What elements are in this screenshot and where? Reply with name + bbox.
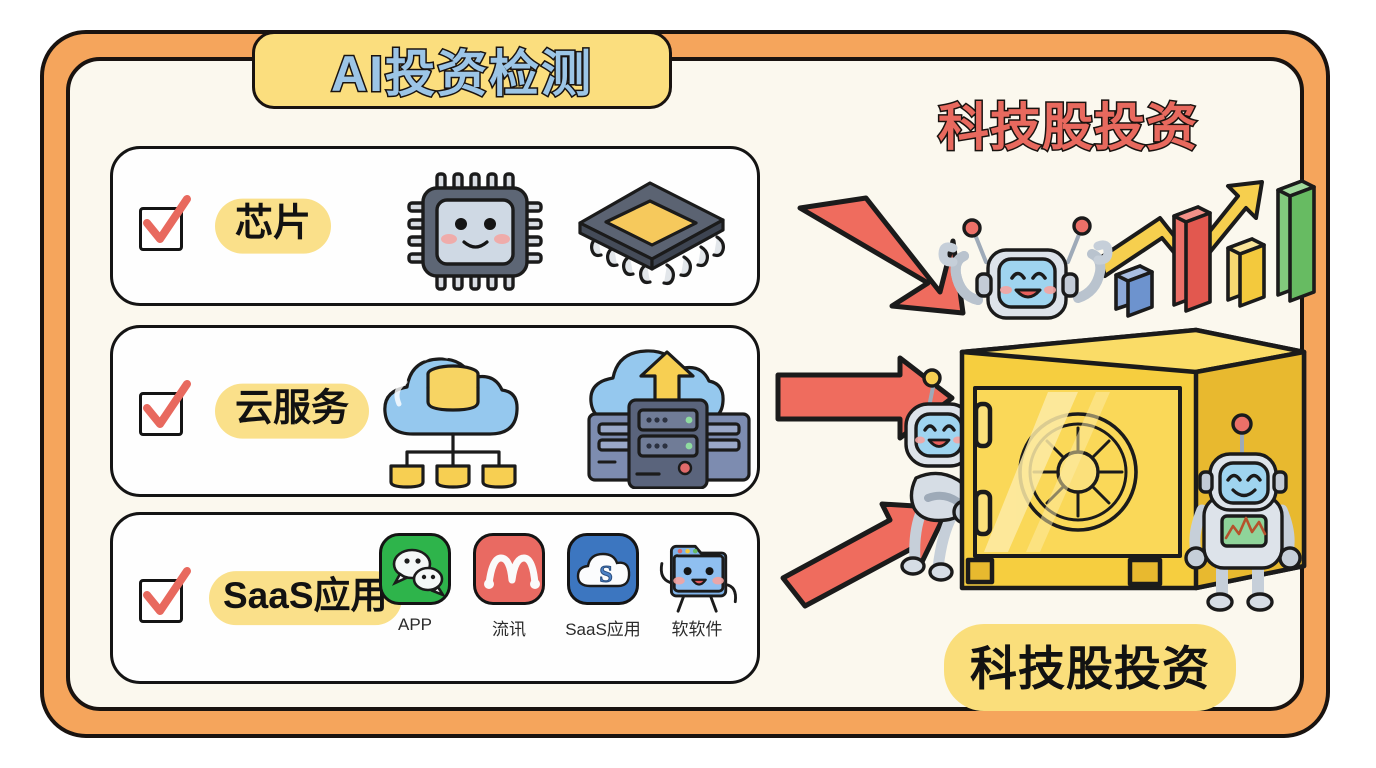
checklist-label-cloud: 云服务 (215, 383, 370, 439)
svg-text:S: S (599, 562, 612, 588)
app-label: 流讯 (492, 620, 526, 639)
app-item-saas[interactable]: S SaaS应用 (563, 533, 643, 640)
checklist-label-saas: SaaS应用 (209, 571, 402, 625)
cloud-s-icon: S (567, 533, 639, 605)
cloud-database-icon (383, 351, 519, 489)
cloud-server-upload-icon (587, 349, 751, 489)
check-mark-icon (143, 195, 191, 243)
app-icon-row: APP 流讯 S S (375, 533, 737, 640)
title-banner: AI投资检测 (252, 31, 672, 109)
cpu-character-icon (407, 172, 543, 291)
checklist-card-saas[interactable]: SaaS应用 (110, 512, 760, 684)
checkbox-saas[interactable] (135, 567, 197, 629)
app-item-chat[interactable]: APP (375, 533, 455, 640)
footer-tech-stock: 科技股投资 (944, 624, 1236, 711)
checklist-label-chip: 芯片 (215, 198, 332, 254)
checkbox-square (139, 207, 183, 251)
chat-bubbles-icon (379, 533, 451, 605)
app-label: SaaS应用 (565, 620, 641, 639)
zigzag-line-icon (473, 533, 545, 605)
check-mark-icon (143, 567, 191, 615)
app-label: 软软件 (671, 620, 723, 639)
chip-3d-icon (578, 181, 725, 286)
page-title: AI投资检测 (330, 45, 593, 104)
app-item-liuxun[interactable]: 流讯 (469, 533, 549, 640)
checklist-card-cloud[interactable]: 云服务 (110, 325, 760, 497)
checkbox-chip[interactable] (135, 195, 197, 257)
app-item-software[interactable]: 软软件 (657, 533, 737, 640)
folder-character-icon (659, 533, 737, 613)
app-label: APP (397, 615, 433, 634)
checklist-card-chip[interactable]: 芯片 (110, 146, 760, 306)
checkbox-cloud[interactable] (135, 380, 197, 442)
headline-tech-stock: 科技股投资 (936, 98, 1199, 158)
check-mark-icon (143, 380, 191, 428)
